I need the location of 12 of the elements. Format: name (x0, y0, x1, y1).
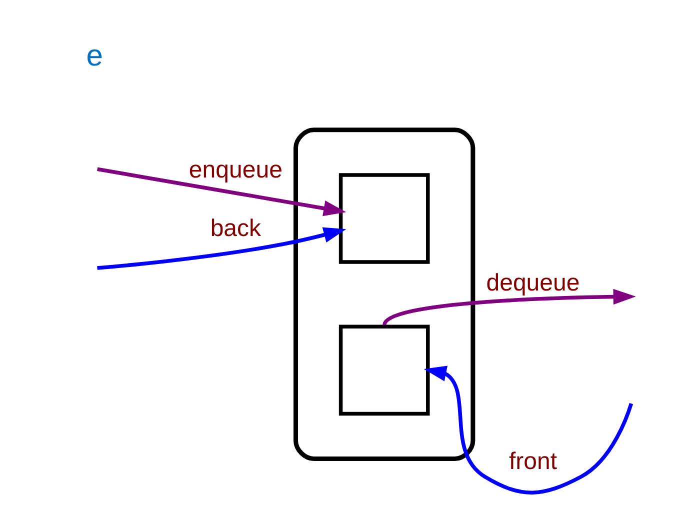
arrow (424, 366, 634, 494)
node-box (338, 173, 430, 264)
edge-label: back (210, 215, 262, 242)
node-box (338, 324, 430, 416)
arrow (97, 167, 346, 216)
edge-label: front (508, 448, 558, 475)
cluster (294, 128, 476, 461)
edge-label: enqueue (188, 156, 282, 184)
edge-label: dequeue (486, 269, 580, 296)
label: e (86, 39, 103, 72)
arrow (382, 288, 636, 326)
arrow (97, 227, 346, 270)
